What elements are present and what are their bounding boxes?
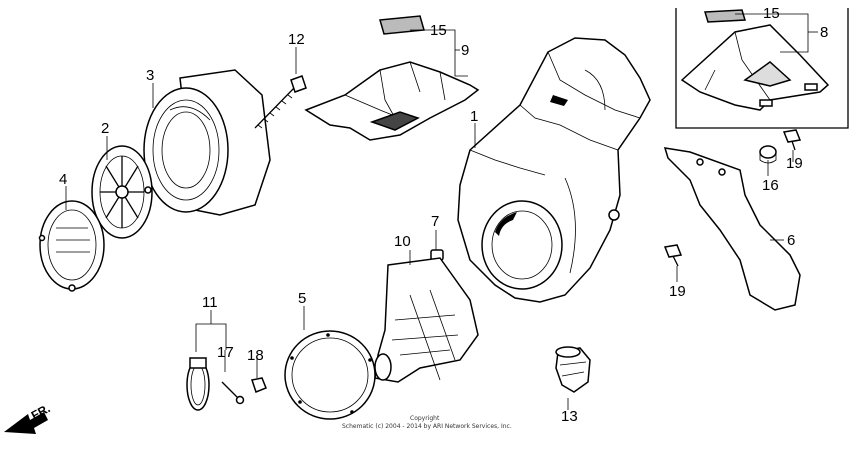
part-17-bolt	[221, 381, 245, 405]
inset-box	[675, 8, 849, 129]
callout-2: 2	[101, 120, 109, 137]
part-12-screw	[254, 75, 307, 129]
leader-lines	[65, 13, 818, 410]
callout-15-left: 15	[430, 22, 447, 39]
callout-7: 7	[431, 213, 439, 230]
callout-4: 4	[59, 171, 67, 188]
part-9-cover	[304, 61, 480, 141]
part-10-boot	[374, 257, 479, 383]
part-2-filter	[91, 145, 153, 239]
callout-15-right: 15	[763, 5, 780, 22]
callout-18: 18	[247, 347, 264, 364]
callouts: 12 3 2 4 15 9 1 15 8 19 16 6 7 10 19 5 1…	[59, 5, 828, 425]
copyright-line1: Copyright	[410, 415, 440, 422]
part-8-deflector	[680, 24, 830, 111]
part-6-guard	[663, 147, 801, 311]
callout-19-lower: 19	[669, 283, 686, 300]
part-4-holder	[38, 200, 105, 292]
part-13-drain	[555, 346, 591, 393]
callout-19-upper: 19	[786, 155, 803, 172]
callout-16: 16	[762, 177, 779, 194]
part-3-case	[143, 69, 271, 216]
copyright-line2: Schematic (c) 2004 - 2014 by ARI Network…	[342, 423, 512, 430]
callout-5: 5	[298, 290, 306, 307]
part-5-seal	[284, 330, 376, 420]
callout-12: 12	[288, 31, 305, 48]
part-19-bolt-upper	[782, 129, 802, 151]
part-18-nut	[251, 377, 267, 393]
callout-13: 13	[561, 408, 578, 425]
callout-10: 10	[394, 233, 411, 250]
part-15-seal-right	[704, 9, 746, 23]
part-19-bolt-lower	[663, 244, 683, 267]
callout-1: 1	[470, 108, 478, 125]
part-11-clamp	[186, 357, 210, 411]
front-direction-arrow: FR.	[4, 401, 52, 434]
callout-17: 17	[217, 344, 234, 361]
callout-3: 3	[146, 67, 154, 84]
callout-9: 9	[461, 42, 469, 59]
part-15-seal-left	[379, 15, 425, 35]
part-1-shroud	[457, 37, 651, 303]
callout-6: 6	[787, 232, 795, 249]
copyright-notice: Copyright Schematic (c) 2004 - 2014 by A…	[342, 415, 512, 430]
callout-11: 11	[202, 294, 218, 311]
callout-8: 8	[820, 24, 828, 41]
